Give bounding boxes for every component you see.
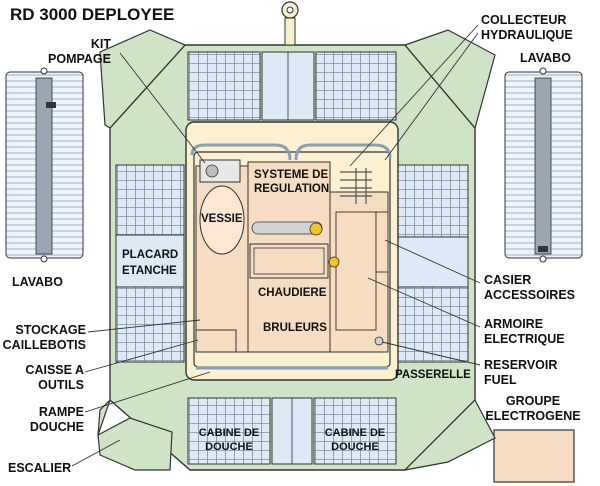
label-outils: OUTILS: [38, 378, 84, 392]
label-etanche: ETANCHE: [122, 265, 177, 277]
label-kit: KIT: [91, 37, 112, 51]
vessie-tank: [199, 185, 245, 255]
label-caillebotis: CAILLEBOTIS: [3, 338, 86, 352]
label-vessie: VESSIE: [201, 213, 243, 225]
label-casier: CASIER: [484, 273, 531, 287]
lavabo-right-panel: [504, 67, 583, 263]
placard-etanche-panel: [115, 234, 185, 288]
label-caisse: CAISSE A: [25, 363, 84, 377]
label-cabine-left-1: CABINE DE: [199, 427, 260, 439]
label-douche: DOUCHE: [30, 420, 84, 434]
bottom-left-corner: [97, 399, 111, 436]
caisse-outils-block: [195, 329, 237, 353]
chaudiere-unit: [249, 243, 329, 279]
label-pompage: POMPAGE: [48, 52, 111, 66]
left-lower-grating: [115, 286, 185, 363]
label-regulation: REGULATION: [254, 183, 329, 195]
label-escalier: ESCALIER: [8, 461, 71, 475]
right-upper-grating: [397, 164, 469, 238]
label-passerelle: PASSERELLE: [395, 369, 471, 381]
top-left-grating: [187, 51, 261, 121]
yellow-valve: [309, 222, 323, 236]
right-lower-grating: [397, 286, 469, 363]
label-hydraulique: HYDRAULIQUE: [481, 28, 573, 42]
reservoir-fuel-marker: [374, 336, 384, 346]
top-right-corner: [403, 29, 496, 130]
escalier-platform: [97, 417, 173, 471]
label-groupe: GROUPE: [506, 394, 560, 408]
label-electrogene: ELECTROGENE: [485, 409, 580, 423]
bottom-right-corner: [403, 398, 496, 471]
label-reservoir: RESERVOIR: [484, 358, 557, 372]
groupe-electrogene-box: [493, 429, 575, 483]
label-bruleurs: BRULEURS: [263, 322, 327, 334]
leader-lines: [71, 24, 481, 467]
label-stockage: STOCKAGE: [15, 323, 86, 337]
label-cabine-left-2: DOUCHE: [205, 441, 253, 453]
label-electrique: ELECTRIQUE: [484, 332, 565, 346]
label-systeme: SYSTEME DE: [254, 169, 328, 181]
bottom-left-grating: [187, 397, 271, 465]
left-upper-grating: [115, 164, 185, 236]
lifting-hook: [281, 1, 299, 46]
label-rampe: RAMPE: [39, 405, 84, 419]
label-lavabo-top: LAVABO: [520, 51, 571, 65]
label-armoire: ARMOIRE: [484, 317, 543, 331]
label-cabine-right-2: DOUCHE: [331, 441, 379, 453]
top-right-grating: [315, 51, 397, 121]
label-collecteur: COLLECTEUR: [481, 13, 566, 27]
label-lavabo-left: LAVABO: [12, 275, 63, 289]
casier-block: [375, 211, 389, 273]
pump-valve: [328, 256, 340, 268]
label-cabine-right-1: CABINE DE: [325, 427, 386, 439]
label-chaudiere: CHAUDIERE: [258, 287, 327, 299]
label-fuel: FUEL: [484, 373, 517, 387]
hydraulic-collector: [340, 168, 372, 204]
label-placard: PLACARD: [122, 249, 178, 261]
bottom-right-grating: [313, 397, 397, 465]
label-accessoires: ACCESSOIRES: [484, 288, 575, 302]
lavabo-left-panel: [5, 67, 84, 263]
diagram-title: RD 3000 DEPLOYEE: [10, 5, 174, 24]
